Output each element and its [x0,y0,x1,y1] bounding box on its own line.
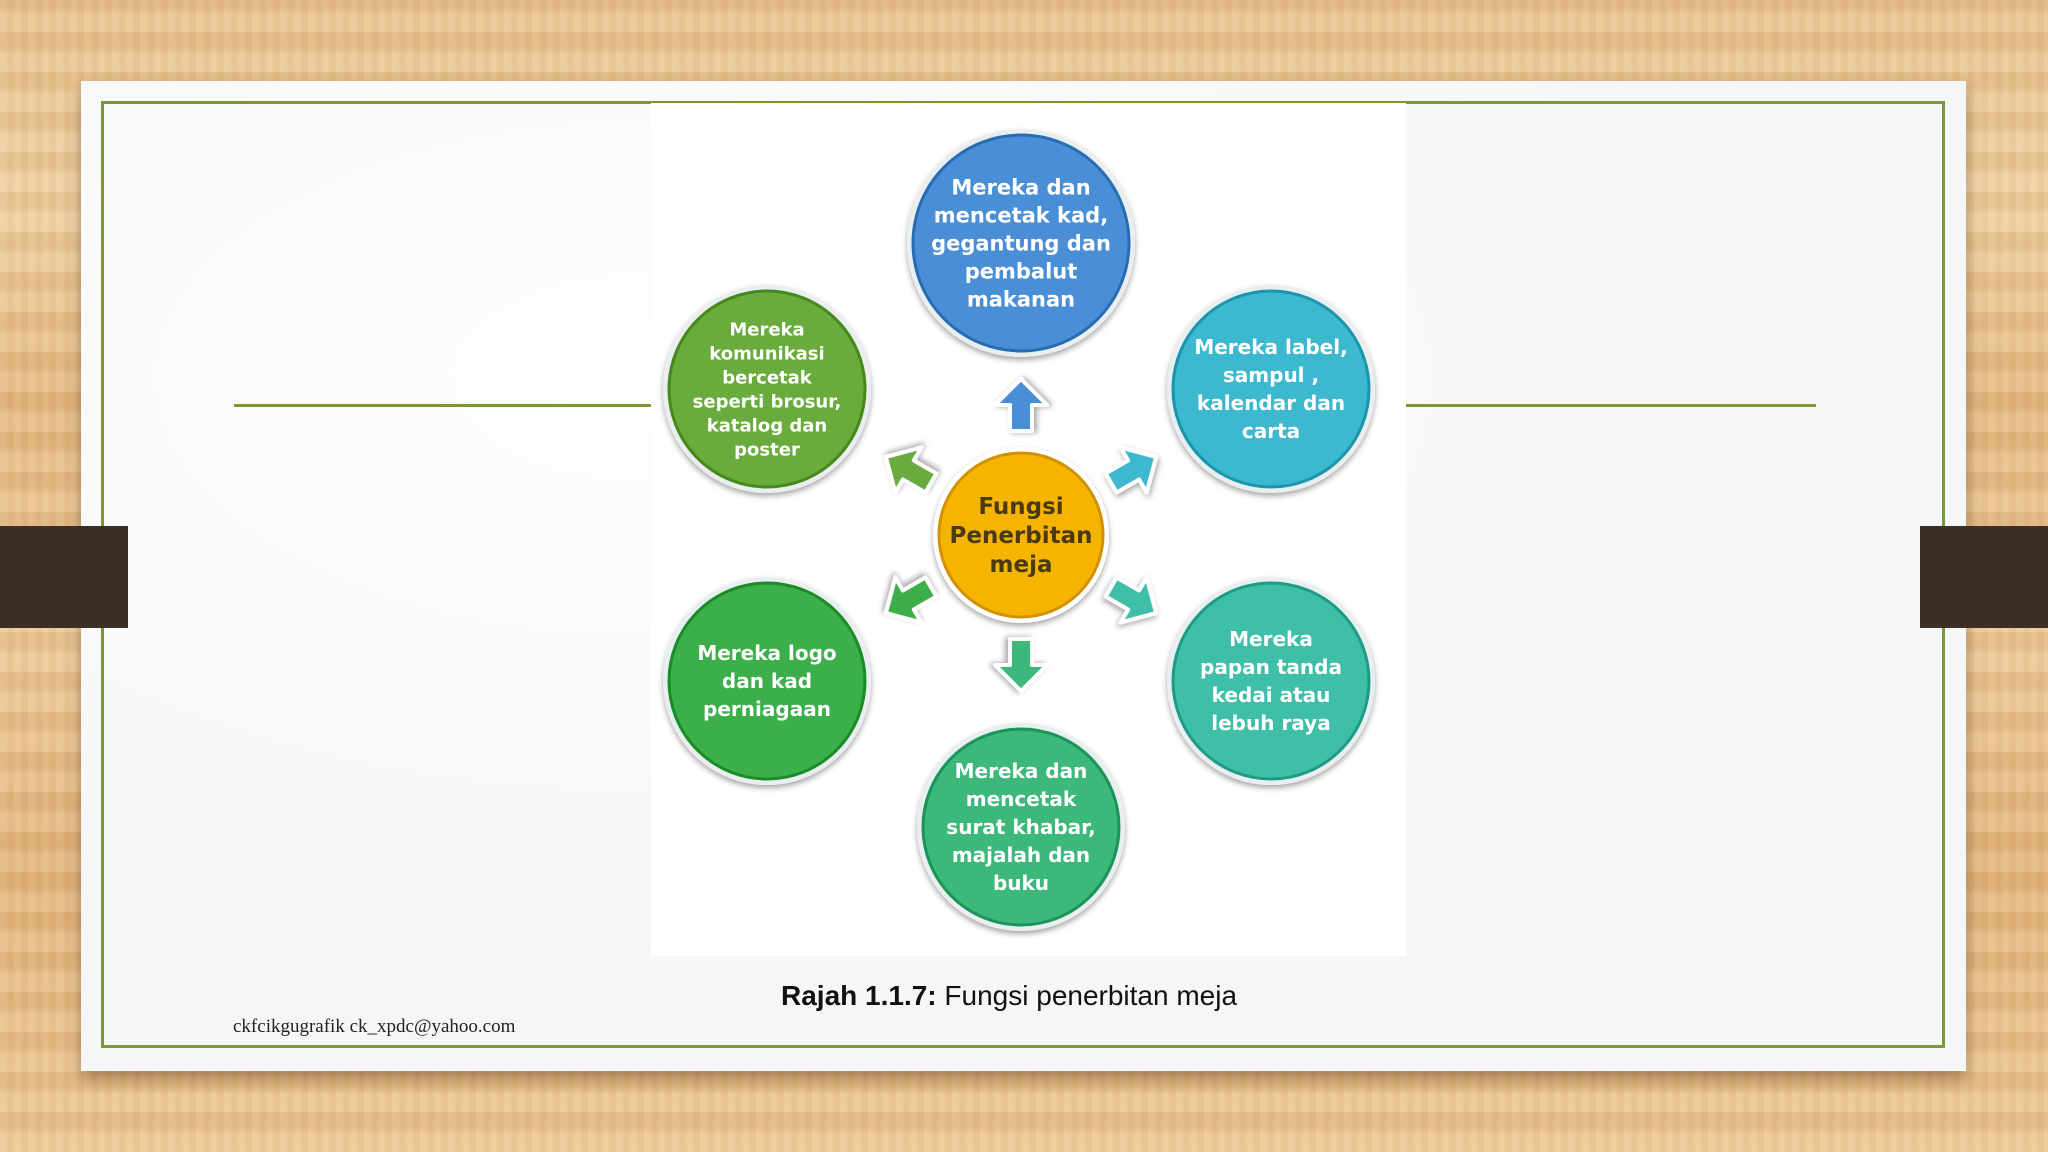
node-top: Mereka dan mencetak kad, gegantung dan pemb… [907,129,1135,357]
node-upper-right-circle [1171,289,1371,489]
arrow-to-lower-right [1103,575,1159,625]
node-lower-left-line: perniagaan [703,697,831,721]
node-top-line: mencetak kad, [934,203,1108,227]
node-lower-right-circle [1171,581,1371,781]
node-bottom-line: buku [993,871,1049,895]
node-center-line: meja [990,552,1053,578]
node-bottom-circle [921,727,1121,927]
node-top-line: Mereka dan [951,175,1090,199]
arrow-to-bottom [993,637,1049,693]
node-lower-right-line: Mereka [1229,627,1313,651]
node-lower-right-line: lebuh raya [1211,711,1330,735]
node-top-line: makanan [967,287,1075,311]
node-bottom: Mereka dan mencetak surat khabar, majalah d… [917,723,1125,931]
caption-label: Rajah 1.1.7: [781,980,937,1011]
node-lower-left-line: dan kad [722,669,812,693]
node-top-circle [911,133,1131,353]
node-top-line: pembalut [965,259,1078,283]
node-bottom-line: surat khabar, [946,815,1095,839]
node-upper-left-text: Mereka komunikasi bercetak seperti brosur, k… [693,319,842,460]
node-upper-left: Mereka komunikasi bercetak seperti brosur, k… [663,285,871,493]
node-lower-left-line: Mereka logo [697,641,836,665]
node-bottom-line: Mereka dan [955,759,1088,783]
left-divider-line [234,404,652,407]
node-center-line: Penerbitan [949,523,1092,549]
figure-caption: Rajah 1.1.7: Fungsi penerbitan meja [781,980,1281,1012]
arrow-to-upper-right [1103,445,1159,495]
node-bottom-line: majalah dan [952,843,1090,867]
node-lower-left: Mereka logo dan kad perniagaan [663,577,871,785]
node-center-circle [937,451,1105,619]
node-bottom-text: Mereka dan mencetak surat khabar, majalah d… [946,759,1095,895]
caption-text: Fungsi penerbitan meja [936,980,1238,1011]
footer-credit: ckfcikgugrafik ck_xpdc@yahoo.com [233,1016,516,1037]
right-divider-line [1406,404,1816,407]
node-upper-right: Mereka label, sampul , kalendar dan carta [1167,285,1375,493]
node-upper-right-line: carta [1242,419,1300,443]
node-upper-left-circle [667,289,867,489]
node-upper-left-line: katalog dan [707,415,827,436]
node-upper-right-line: Mereka label, [1194,335,1347,359]
left-binder-tab [0,526,128,628]
node-lower-right-text: Mereka papan tanda kedai atau lebuh raya [1200,627,1342,735]
arrow-to-top [993,377,1049,433]
node-upper-left-line: bercetak [722,367,813,388]
node-bottom-line: mencetak [966,787,1077,811]
node-lower-left-circle [667,581,867,781]
diagram-panel: Mereka dan mencetak kad, gegantung dan pemb… [651,103,1406,956]
node-lower-right-line: papan tanda [1200,655,1342,679]
node-upper-right-text: Mereka label, sampul , kalendar dan carta [1194,335,1347,443]
arrow-to-upper-left [883,445,939,495]
arrow-to-lower-left [883,575,939,625]
node-lower-right: Mereka papan tanda kedai atau lebuh raya [1167,577,1375,785]
node-center-line: Fungsi [978,494,1063,520]
node-upper-left-line: seperti brosur, [693,391,842,412]
node-upper-left-line: komunikasi [709,343,824,364]
node-upper-right-line: kalendar dan [1197,391,1345,415]
node-upper-left-line: poster [734,439,800,460]
right-binder-tab [1920,526,2048,628]
node-lower-right-line: kedai atau [1212,683,1331,707]
node-top-text: Mereka dan mencetak kad, gegantung dan pemb… [931,175,1111,311]
node-upper-left-line: Mereka [729,319,804,340]
node-upper-right-line: sampul , [1223,363,1319,387]
node-top-line: gegantung dan [931,231,1111,255]
function-diagram: Mereka dan mencetak kad, gegantung dan pemb… [663,129,1375,931]
node-lower-left-text: Mereka logo dan kad perniagaan [697,641,836,721]
